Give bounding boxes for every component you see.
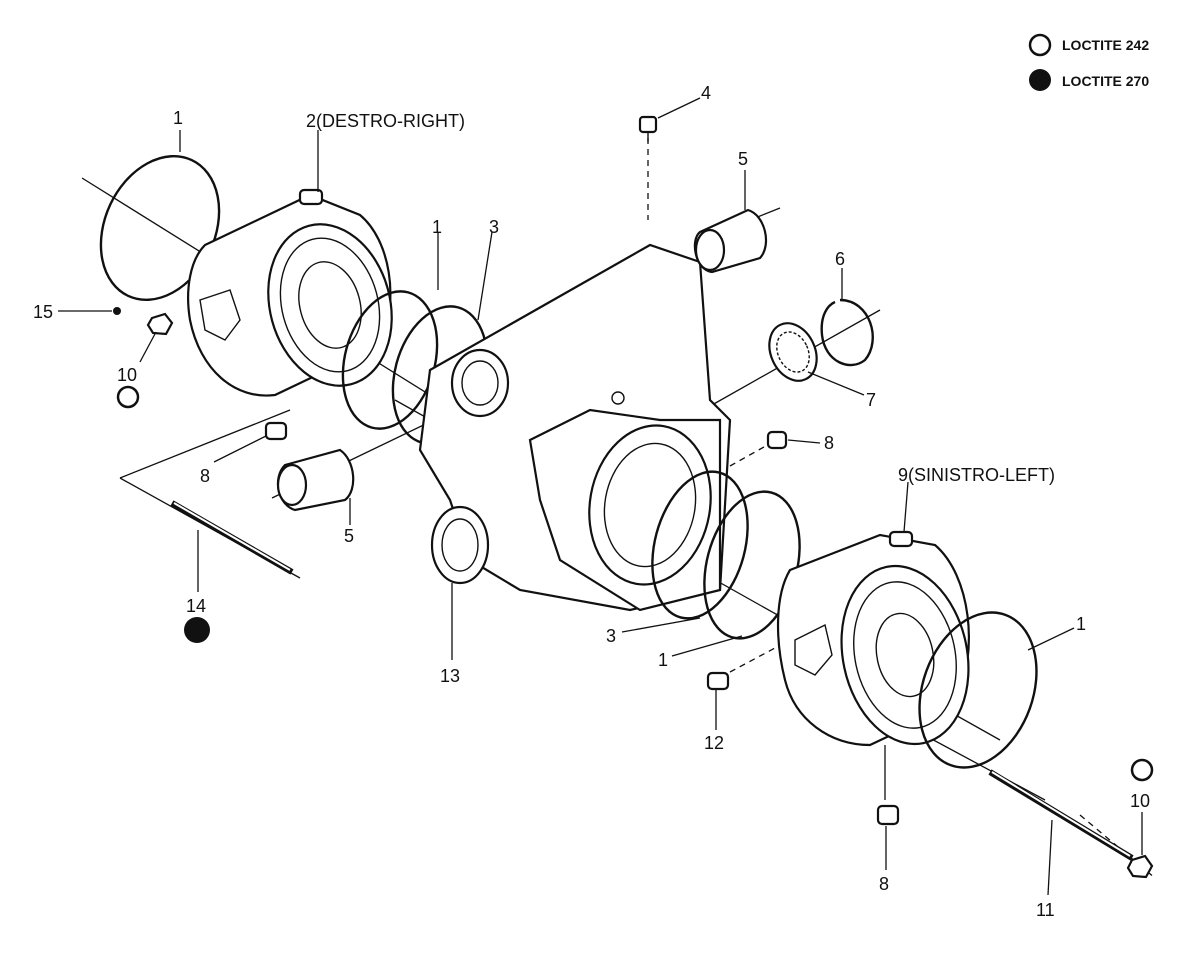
callout-8a: 8 xyxy=(200,466,210,486)
legend-label-242: LOCTITE 242 xyxy=(1062,37,1149,53)
callout-1c: 1 xyxy=(658,650,668,670)
callout-7: 7 xyxy=(866,390,876,410)
callout-9: 9(SINISTRO-LEFT) xyxy=(898,465,1055,485)
bushing-5-upper xyxy=(693,208,768,274)
plug-4 xyxy=(638,115,658,142)
leader-lines xyxy=(58,97,1143,896)
callout-14: 14 xyxy=(186,596,206,616)
callout-3b: 3 xyxy=(606,626,616,646)
marker-loctite-270-14 xyxy=(184,617,210,643)
nut-10-right xyxy=(1126,854,1154,879)
callout-labels: 1 2(DESTRO-RIGHT) 4 5 1 3 6 15 10 7 8 8 … xyxy=(33,83,1150,920)
callout-10a: 10 xyxy=(117,365,137,385)
callout-10b: 10 xyxy=(1130,791,1150,811)
legend-label-270: LOCTITE 270 xyxy=(1062,73,1149,89)
callout-1d: 1 xyxy=(1076,614,1086,634)
callout-3a: 3 xyxy=(489,217,499,237)
marker-loctite-242-10-right xyxy=(1130,758,1154,782)
shaft-11 xyxy=(988,769,1134,861)
legend: LOCTITE 242 LOCTITE 270 xyxy=(1028,33,1149,91)
pin-15 xyxy=(113,307,121,315)
callout-13: 13 xyxy=(440,666,460,686)
shaft-14 xyxy=(170,500,294,575)
loctite-270-icon xyxy=(1029,69,1051,91)
callout-8c: 8 xyxy=(879,874,889,894)
callout-1b: 1 xyxy=(432,217,442,237)
seal-3-lower xyxy=(651,470,749,620)
marker-loctite-242-10-left xyxy=(116,385,140,409)
screw-12 xyxy=(706,671,730,691)
callout-5b: 5 xyxy=(344,526,354,546)
screw-8-bottom xyxy=(876,804,900,826)
loctite-242-icon xyxy=(1028,33,1052,57)
gear-7 xyxy=(768,322,818,382)
callout-12: 12 xyxy=(704,733,724,753)
callout-4: 4 xyxy=(701,83,711,103)
right-hub-housing xyxy=(187,188,393,397)
screw-8-left xyxy=(264,421,288,441)
callout-2: 2(DESTRO-RIGHT) xyxy=(306,111,465,131)
callout-8b: 8 xyxy=(824,433,834,453)
callout-6: 6 xyxy=(835,249,845,269)
callout-15: 15 xyxy=(33,302,53,322)
snap-ring-6 xyxy=(820,298,874,367)
o-ring-1-far-right xyxy=(918,611,1038,769)
nut-10-left xyxy=(146,312,174,336)
axle-center-housing xyxy=(418,243,732,612)
bushing-5-lower xyxy=(276,448,355,512)
screw-8-right xyxy=(766,430,788,450)
callout-1a: 1 xyxy=(173,108,183,128)
callout-5a: 5 xyxy=(738,149,748,169)
left-hub-housing xyxy=(776,530,970,747)
callout-11: 11 xyxy=(1036,900,1055,920)
